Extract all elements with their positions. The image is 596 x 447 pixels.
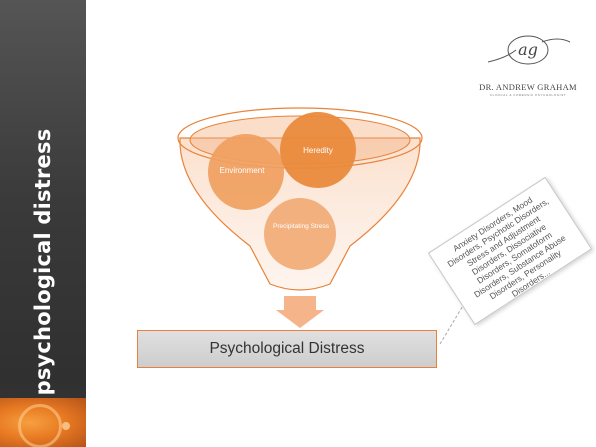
node-precipitating-stress-label: Precipitating Stress: [273, 223, 329, 230]
logo-tagline: CLINICAL & FORENSIC PSYCHOLOGIST: [489, 93, 567, 97]
sidebar-dot-decoration: [62, 422, 70, 430]
logo-monogram-text: ag: [518, 40, 538, 59]
node-heredity: [280, 112, 356, 188]
logo-name: DR. ANDREW GRAHAM: [479, 82, 577, 92]
output-label: Psychological Distress: [209, 340, 365, 357]
down-arrow: [276, 296, 324, 328]
node-environment: [208, 134, 284, 210]
node-precipitating-stress: [264, 198, 336, 270]
sidebar-title: psychological distress: [31, 128, 55, 396]
node-heredity-label: Heredity: [303, 146, 333, 155]
output-box: Psychological Distress: [137, 330, 437, 368]
funnel-diagram: [177, 107, 423, 328]
sidebar-decoration: [0, 398, 86, 447]
sidebar-ring-decoration: [18, 404, 62, 447]
node-environment-label: Environment: [219, 166, 265, 175]
logo-monogram: ag: [487, 35, 571, 65]
sidebar-panel: psychological distress: [0, 0, 86, 447]
